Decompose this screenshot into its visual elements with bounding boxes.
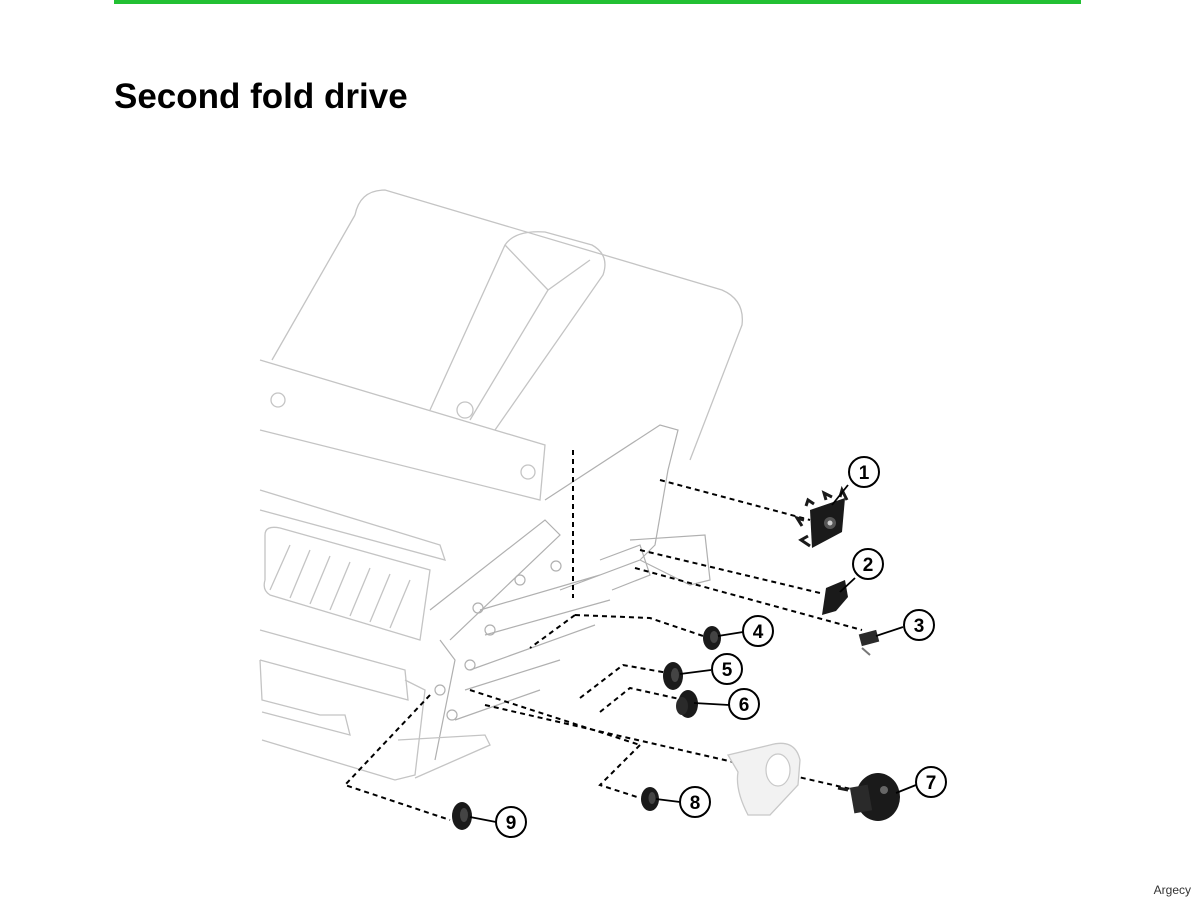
part-2-gear-segment — [822, 580, 848, 615]
callout-7-label: 7 — [926, 773, 937, 794]
part-9-gear — [452, 802, 472, 830]
footer-brand: Argecy — [1153, 883, 1191, 897]
callout-7: 7 — [915, 766, 947, 798]
callout-1: 1 — [848, 456, 880, 488]
callout-3-label: 3 — [914, 616, 925, 637]
part-7-motor — [837, 773, 900, 821]
callout-2: 2 — [852, 548, 884, 580]
part-1-gear — [793, 485, 849, 548]
callout-5: 5 — [711, 653, 743, 685]
top-accent-rule — [114, 0, 1081, 4]
callout-9-label: 9 — [506, 813, 517, 834]
callout-6-label: 6 — [739, 695, 750, 716]
callout-8: 8 — [679, 786, 711, 818]
callout-6: 6 — [728, 688, 760, 720]
callout-4-label: 4 — [753, 622, 764, 643]
part-8-gear — [641, 787, 659, 811]
callout-1-label: 1 — [859, 463, 870, 484]
part-4-gear — [703, 626, 721, 650]
callout-3: 3 — [903, 609, 935, 641]
part-7-motor-bracket — [726, 742, 801, 816]
callout-9: 9 — [495, 806, 527, 838]
part-5-gear — [663, 662, 683, 690]
callout-8-label: 8 — [690, 793, 701, 814]
callout-5-label: 5 — [722, 660, 733, 681]
finisher-assembly-outline — [259, 189, 743, 781]
callout-2-label: 2 — [863, 555, 874, 576]
page-title: Second fold drive — [114, 77, 408, 116]
callout-4: 4 — [742, 615, 774, 647]
part-6-gear — [676, 690, 698, 718]
callout-leaders — [469, 484, 917, 823]
part-3-sensor — [858, 629, 880, 656]
